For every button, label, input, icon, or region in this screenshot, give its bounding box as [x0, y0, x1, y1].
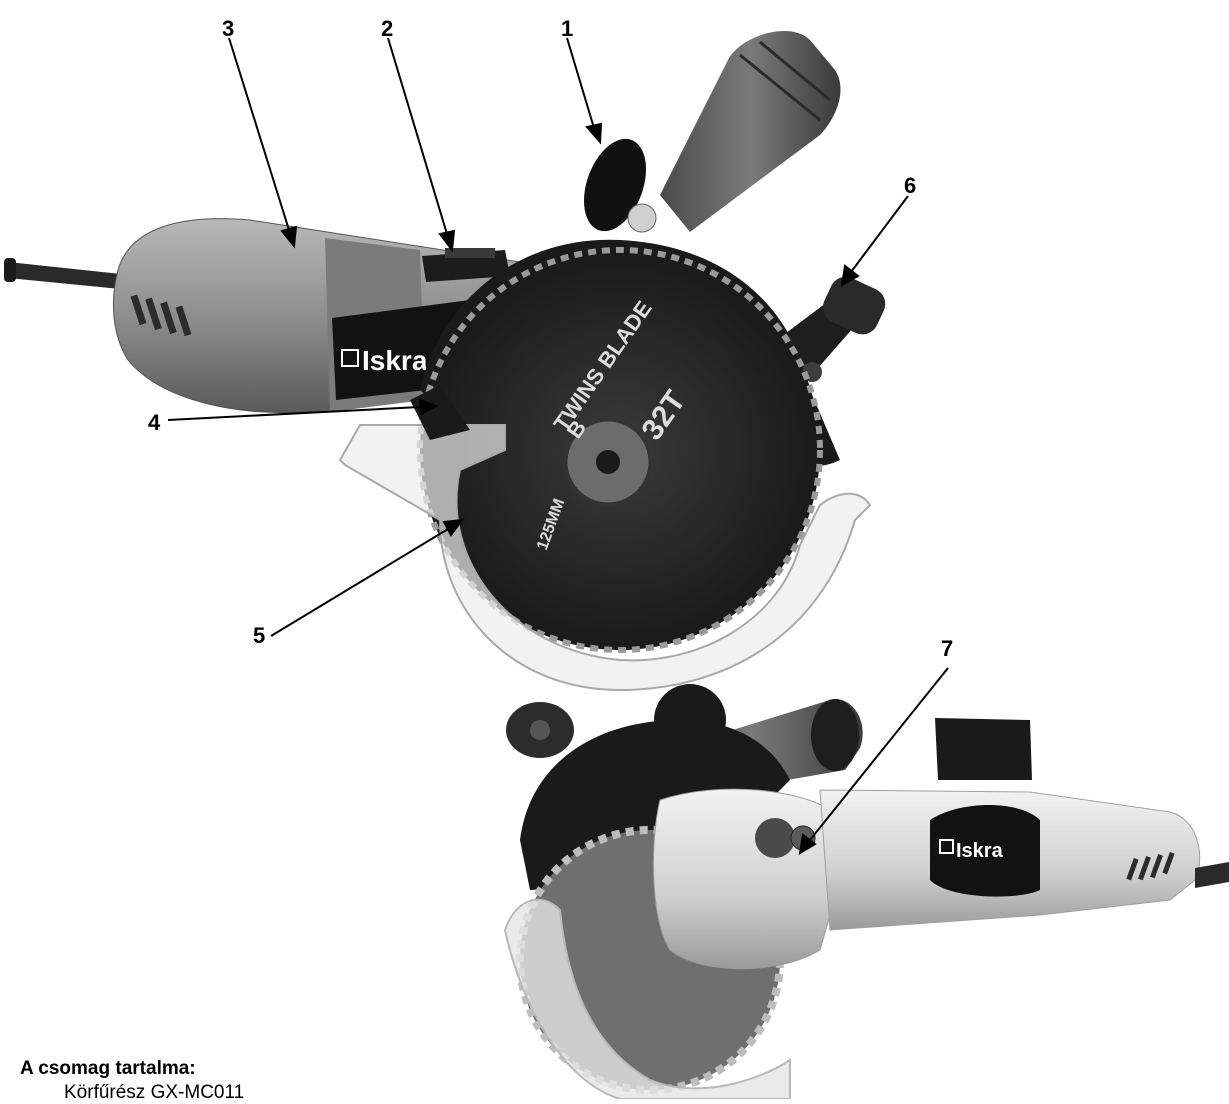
package-contents-item: Körfűrész GX-MC011 — [64, 1082, 244, 1104]
gear-head — [653, 789, 840, 969]
package-contents-title: A csomag tartalma: — [20, 1058, 196, 1080]
top-saw: Iskra — [4, 31, 891, 690]
brand-text-top: Iskra — [362, 345, 428, 376]
callout-3: 3 — [222, 18, 234, 40]
callout-2: 2 — [381, 18, 393, 40]
callout-1: 1 — [561, 18, 573, 40]
brand-text-bottom: Iskra — [956, 840, 1004, 862]
callout-6: 6 — [904, 175, 916, 197]
bottom-saw: Iskra — [505, 684, 1229, 1099]
callout-7: 7 — [941, 638, 953, 660]
power-cord — [8, 262, 130, 290]
bottom-power-cord — [1195, 862, 1229, 888]
side-handle — [572, 31, 840, 240]
callout-4: 4 — [148, 412, 160, 434]
bottom-depth-knob — [506, 702, 574, 758]
callout-5: 5 — [253, 625, 265, 647]
